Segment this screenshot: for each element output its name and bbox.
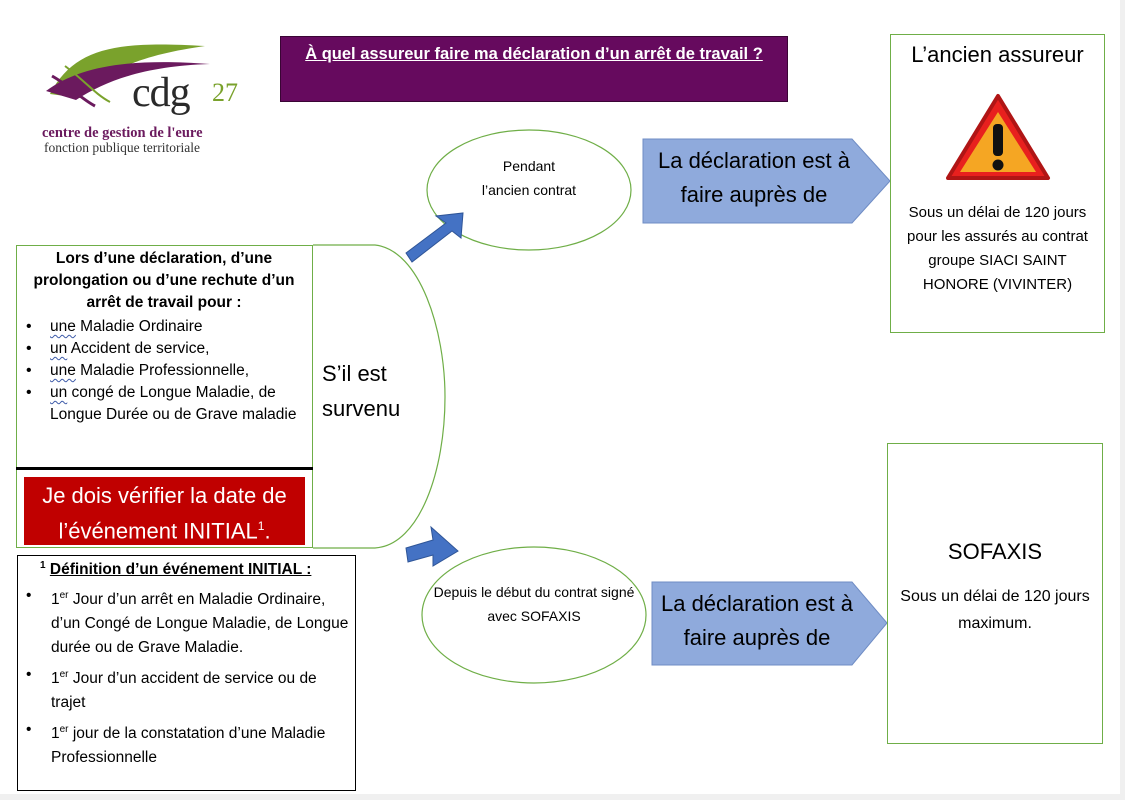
condition-heading: Lors d’une déclaration, d’une prolongati… [33, 250, 295, 311]
arc-shape [313, 244, 446, 549]
target-text-lower: Sous un délai de 120 jours maximum. [900, 588, 1090, 632]
target-text-upper: Sous un délai de 120 jours pour les assu… [907, 204, 1088, 293]
target-box-upper [890, 34, 1105, 333]
divider [16, 467, 313, 470]
chevron-arrow-shape [651, 581, 888, 666]
chevron-arrow-shape [642, 138, 891, 224]
list-item: une Maladie Ordinaire [18, 316, 310, 338]
definition-box: 1 Définition d’un événement INITIAL : 1e… [17, 555, 356, 791]
logo-name: cdg [132, 70, 191, 116]
list-item: une Maladie Professionnelle, [18, 360, 310, 382]
arc-label: S’il est survenu [322, 361, 401, 421]
logo-number: 27 [212, 78, 238, 107]
definition-list: 1er Jour d’un arrêt en Maladie Ordinaire… [24, 584, 354, 773]
ellipse-lower [421, 546, 647, 684]
arrow-up-right-icon [405, 212, 464, 263]
list-item: un Accident de service, [18, 338, 310, 360]
list-item: 1er Jour d’un arrêt en Maladie Ordinaire… [24, 584, 354, 660]
target-title-upper: L’ancien assureur [911, 42, 1084, 67]
target-box-lower [887, 443, 1103, 744]
cdg-logo-swoosh-icon [46, 44, 210, 108]
condition-lower: Depuis le début du contrat signé avec SO… [433, 584, 635, 624]
ellipse-upper [426, 129, 632, 251]
definition-heading: 1 Définition d’un événement INITIAL : [40, 560, 312, 579]
condition-list: une Maladie Ordinaire un Accident de ser… [18, 316, 310, 426]
arrow-down-right-icon [405, 525, 459, 567]
list-item: 1er jour de la constatation d’une Maladi… [24, 718, 354, 770]
condition-content: Lors d’une déclaration, d’une prolongati… [18, 248, 310, 426]
logo-line1: centre de gestion de l'eure [42, 125, 203, 141]
alert-box: Je dois vérifier la date de l’événement … [24, 477, 305, 545]
list-item: un congé de Longue Maladie, de Longue Du… [18, 382, 310, 426]
list-item: 1er Jour d’un accident de service ou de … [24, 663, 354, 715]
logo-line2: fonction publique territoriale [44, 140, 200, 155]
target-title-lower: SOFAXIS [947, 539, 1043, 564]
page-title: À quel assureur faire ma déclaration d’u… [280, 36, 788, 102]
warning-triangle-icon [946, 94, 1050, 180]
arrow-label-upper: La déclaration est à faire auprès de [657, 148, 851, 207]
arrow-label-lower: La déclaration est à faire auprès de [660, 591, 854, 650]
condition-upper: Pendant l’ancien contrat [481, 158, 577, 198]
